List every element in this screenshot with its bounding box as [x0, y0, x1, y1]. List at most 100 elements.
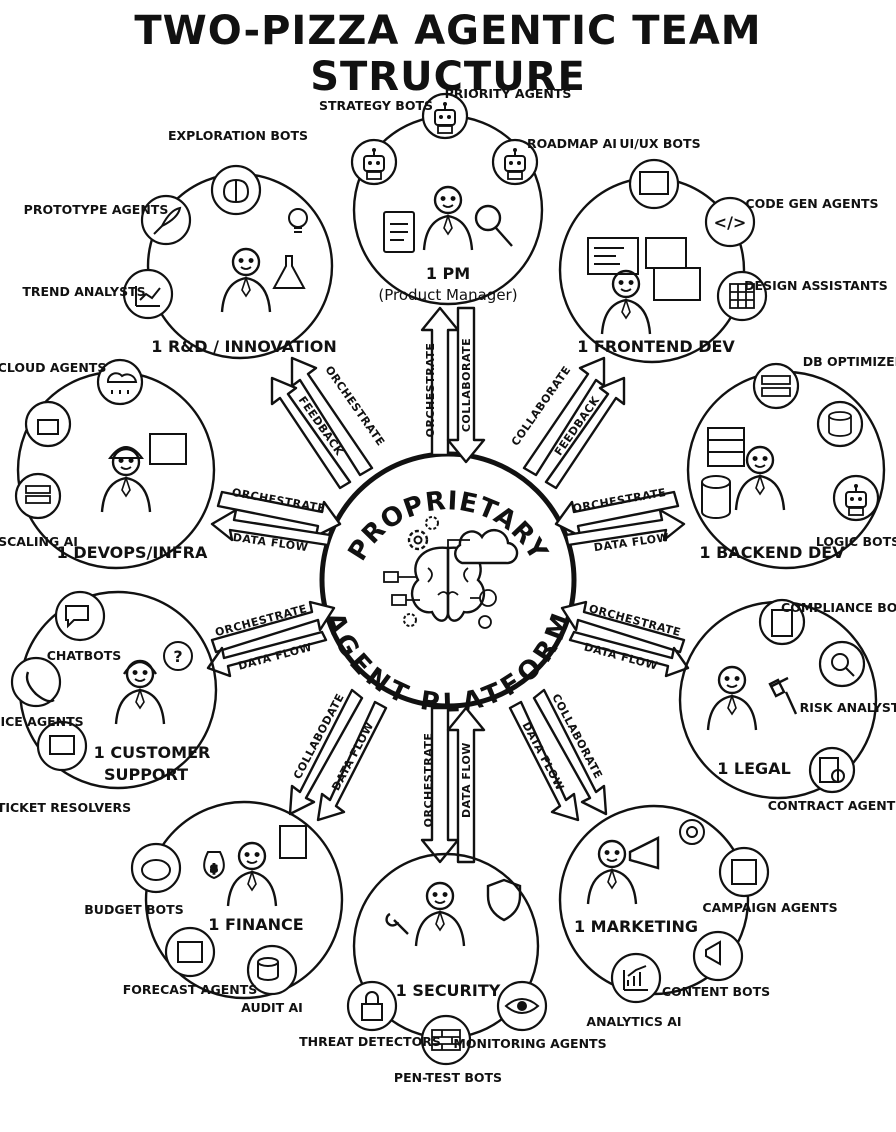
arrow-backend-1 [554, 490, 680, 538]
pm-agent-priority: PRIORITY AGENTS [445, 86, 572, 101]
arrow-pm-left [420, 306, 460, 457]
frontend-agent-uiux: UI/UX BOTS [619, 136, 700, 151]
arrow-marketing-1 [532, 688, 608, 816]
role-support: ? 1 CUSTOMER SUPPORT CHATBOTS VOICE AGEN… [0, 590, 218, 815]
security-agent-pentest: PEN-TEST BOTS [394, 1070, 502, 1085]
arrow-frontend-1 [522, 356, 606, 477]
lightbulb-icon [288, 208, 308, 233]
calculator-icon [279, 825, 307, 859]
rnd-title: 1 R&D / INNOVATION [151, 337, 336, 356]
firewall-icon [431, 1029, 461, 1051]
arrow-frontend-2 [544, 376, 626, 490]
cloud-rain-icon [106, 372, 138, 394]
marketer-icon [586, 839, 638, 906]
lawyer-icon [706, 665, 758, 732]
scale-document-icon [771, 609, 793, 637]
svg-text:$: $ [210, 862, 218, 875]
backend-agent-logic: LOGIC BOTS [816, 534, 896, 549]
magnify-chart-icon [831, 653, 855, 677]
support-agent-ticket: TICKET RESOLVERS [0, 800, 131, 815]
marketing-agent-analytics: ANALYTICS AI [586, 1014, 681, 1029]
flow-nodes [383, 539, 497, 629]
code-icon: </> [714, 213, 747, 232]
pm-agent-strategy: STRATEGY BOTS [319, 98, 433, 113]
devops-agent-cloud: CLOUD AGENTS [0, 360, 106, 375]
support-title-line2: SUPPORT [104, 765, 188, 784]
money-bag-icon: $ [203, 851, 225, 880]
eye-icon [504, 998, 540, 1014]
ticket-icon [49, 735, 75, 755]
piggy-bank-icon [141, 859, 171, 881]
database-icon [828, 411, 852, 437]
frontend-title: 1 FRONTEND DEV [577, 337, 735, 356]
support-agent-voice: VOICE AGENTS [0, 714, 84, 729]
arrow-rnd-2 [270, 376, 352, 490]
campaign-page-icon [731, 859, 757, 885]
lock-icon [361, 991, 383, 1021]
pm-agent-roadmap: ROADMAP AI [527, 136, 617, 151]
pm-person-icon [422, 185, 474, 252]
magnifier-icon [474, 204, 513, 247]
finance-title: 1 FINANCE [208, 915, 303, 934]
support-title-line1: 1 CUSTOMER [94, 743, 211, 762]
arrow-security-right [446, 706, 486, 864]
arrow-backend-2 [564, 508, 686, 547]
wrench-icon [385, 912, 409, 935]
support-agent-chatbots: CHATBOTS [47, 648, 122, 663]
frontend-agent-design: DESIGN ASSISTANTS [744, 278, 888, 293]
marketing-agent-content: CONTENT BOTS [662, 984, 770, 999]
role-backend: 1 BACKEND DEV DB OPTIMIZERS LOGIC BOTS [686, 354, 896, 570]
gavel-icon [768, 676, 798, 715]
arrow-support-1 [210, 600, 336, 654]
clipboard-icon [383, 211, 415, 253]
arrow-devops-2 [210, 508, 332, 547]
arrow-legal-1 [560, 600, 686, 654]
role-finance: $ 1 FINANCE BUDGET BOTS FORECAST AGENTS … [84, 800, 344, 1015]
security-person-icon [414, 881, 466, 948]
role-pm: 1 PM (Product Manager) STRATEGY BOTS PRI… [319, 86, 617, 306]
megaphone-icon [628, 836, 660, 870]
arrow-finance-2 [316, 700, 388, 822]
db-slider-icon [761, 375, 791, 397]
shield-icon [486, 878, 522, 922]
legal-agent-contract: CONTRACT AGENTS [768, 798, 896, 813]
arrow-legal-2 [568, 630, 690, 678]
role-marketing: 1 MARKETING CAMPAIGN AGENTS CONTENT BOTS… [558, 804, 838, 1029]
devops-agent-scaling: SCALING AI [0, 534, 78, 549]
legal-agent-risk: RISK ANALYSTS [800, 700, 896, 715]
monitor-icon [587, 237, 701, 301]
role-rnd: 1 R&D / INNOVATION EXPLORATION BOTS PROT… [22, 128, 337, 360]
cloud-icon [454, 528, 519, 565]
arrow-devops-1 [216, 490, 342, 538]
arrow-label-pm-1: ORCHESTRATE [424, 343, 437, 438]
backend-agent-db: DB OPTIMIZERS [803, 354, 896, 369]
brain-question-icon [222, 178, 250, 204]
role-legal: 1 LEGAL COMPLIANCE BOTS RISK ANALYSTS CO… [678, 598, 896, 813]
arrow-support-2 [206, 630, 328, 678]
marketing-title: 1 MARKETING [574, 917, 698, 936]
security-agent-threat: THREAT DETECTORS [299, 1034, 441, 1049]
marketing-agent-campaign: CAMPAIGN AGENTS [702, 900, 837, 915]
connector-arrows [206, 306, 690, 864]
trend-chart-icon [135, 286, 161, 307]
arrow-pm-right [446, 306, 486, 464]
server-rack-icon [25, 485, 51, 504]
analytics-chart-icon [623, 965, 648, 991]
security-agent-monitoring: MONITORING AGENTS [453, 1036, 606, 1051]
security-title: 1 SECURITY [396, 981, 501, 1000]
finance-agent-forecast: FORECAST AGENTS [123, 982, 258, 997]
contract-search-icon [819, 757, 845, 783]
arrow-marketing-2 [508, 700, 580, 822]
legal-title: 1 LEGAL [717, 759, 791, 778]
target-icon [679, 819, 705, 845]
devops-title: 1 DEVOPS/INFRA [57, 543, 208, 562]
chat-bubble-icon [65, 605, 89, 629]
arrow-label-security-2: DATA FLOW [460, 742, 473, 818]
rocket-icon [153, 206, 182, 235]
ui-window-icon [639, 171, 669, 195]
blueprint-icon [149, 433, 187, 465]
hub-platform: PROPRIETARY AGENT PLATFORM [319, 451, 577, 719]
gear-icon [403, 516, 439, 627]
role-frontend: </> 1 FRONTEND DEV UI/UX BOTS CODE GEN A… [558, 136, 888, 364]
